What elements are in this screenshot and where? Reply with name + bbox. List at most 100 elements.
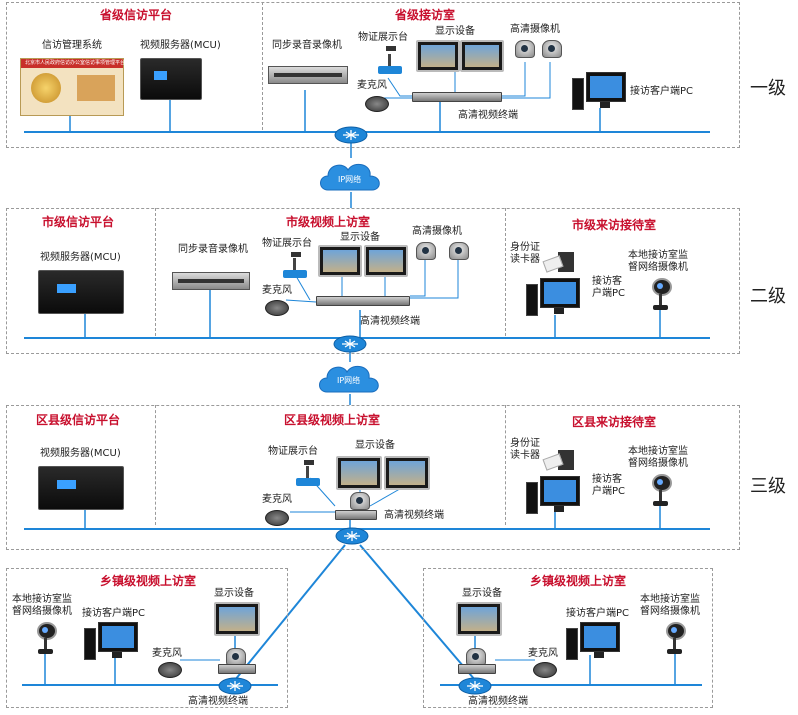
town-right-bus	[440, 684, 702, 686]
town-right-monitor-camera	[664, 622, 686, 654]
town-right-display	[456, 602, 502, 636]
city-divider-1	[155, 208, 156, 336]
provincial-mcu-server	[140, 58, 202, 100]
county-divider-1	[155, 405, 156, 525]
petition-system-label: 信访管理系统	[42, 40, 102, 51]
city-doc-camera	[283, 252, 309, 278]
town-left-terminal-label: 高清视频终端	[188, 696, 248, 707]
town-right-title: 乡镇级视频上访室	[530, 574, 627, 588]
county-display-label: 显示设备	[355, 440, 395, 451]
town-left-section	[6, 568, 288, 708]
city-divider-2	[505, 208, 506, 336]
provincial-bus	[24, 131, 710, 133]
city-section	[6, 208, 740, 354]
town-left-monitor-camera-label-2: 督网络摄像机	[12, 606, 72, 617]
town-left-mic-label: 麦克风	[152, 648, 182, 659]
city-monitor-camera-label-1: 本地接访室监	[628, 250, 688, 261]
town-left-client-pc	[84, 622, 138, 660]
city-display-1	[318, 245, 362, 277]
county-doc-camera	[296, 460, 322, 486]
town-left-monitor-camera-label-1: 本地接访室监	[12, 594, 72, 605]
county-doc-camera-label: 物证展示台	[268, 446, 318, 457]
city-hd-camera-label: 高清摄像机	[412, 226, 462, 237]
county-display-1	[336, 456, 382, 490]
town-left-monitor-camera	[35, 622, 57, 654]
ip-network-cloud-1	[320, 163, 380, 191]
town-right-terminal-label: 高清视频终端	[468, 696, 528, 707]
county-room-title: 区县级视频上访室	[284, 413, 381, 427]
county-monitor-camera-label-2: 督网络摄像机	[628, 458, 688, 469]
petition-system-banner: 北京市人民政府信访办公室信访事项管理平台	[25, 60, 126, 66]
provincial-mcu-label: 视频服务器(MCU)	[140, 40, 221, 51]
town-right-client-pc-label: 接访客户端PC	[566, 608, 630, 619]
city-hd-camera-2	[449, 242, 469, 260]
ip-network-label-1: IP网络	[338, 175, 362, 184]
county-id-reader-label-2: 读卡器	[510, 450, 540, 461]
level-1-label: 一级	[750, 78, 786, 99]
town-left-display	[214, 602, 260, 636]
town-left-bus	[22, 684, 278, 686]
county-monitor-camera-label-1: 本地接访室监	[628, 446, 688, 457]
city-hd-camera-1	[416, 242, 436, 260]
provincial-hd-terminal	[412, 92, 502, 102]
city-monitor-camera-label-2: 督网络摄像机	[628, 262, 688, 273]
city-client-pc-label-2: 户端PC	[592, 288, 626, 299]
town-left-title: 乡镇级视频上访室	[100, 574, 197, 588]
city-platform-title: 市级信访平台	[42, 215, 115, 229]
town-right-mic-label: 麦克风	[528, 648, 558, 659]
provincial-recorder	[268, 66, 348, 84]
town-left-hd-terminal	[218, 664, 256, 674]
provincial-section	[6, 2, 740, 148]
county-monitor-camera	[650, 474, 672, 506]
provincial-client-pc-label: 接访客户端PC	[630, 86, 694, 97]
town-right-monitor-camera-label-2: 督网络摄像机	[640, 606, 700, 617]
city-display-2	[364, 245, 408, 277]
provincial-router-icon	[334, 126, 368, 144]
provincial-doc-camera-label: 物证展示台	[358, 32, 408, 43]
county-client-pc	[526, 476, 580, 514]
city-recorder-label: 同步录音录像机	[178, 244, 248, 255]
provincial-hd-camera-label: 高清摄像机	[510, 24, 560, 35]
town-left-client-pc-label: 接访客户端PC	[82, 608, 146, 619]
city-id-reader-label-2: 读卡器	[510, 254, 540, 265]
city-mcu-server	[38, 270, 124, 314]
provincial-platform-title: 省级信访平台	[100, 8, 173, 22]
town-right-client-pc	[566, 622, 620, 660]
town-right-section	[423, 568, 713, 708]
city-mic	[265, 300, 289, 316]
provincial-doc-camera	[378, 46, 404, 74]
town-left-router-icon	[218, 677, 252, 695]
town-right-router-icon	[458, 677, 492, 695]
town-left-display-label: 显示设备	[214, 588, 254, 599]
city-reception-title: 市级来访接待室	[572, 218, 657, 232]
city-id-reader	[558, 252, 574, 272]
county-mic	[265, 510, 289, 526]
city-client-pc-label-1: 接访客	[592, 276, 622, 287]
county-mcu-label: 视频服务器(MCU)	[40, 448, 121, 459]
provincial-display-label: 显示设备	[435, 26, 475, 37]
ip-network-label-2: IP网络	[337, 376, 361, 385]
city-recorder	[172, 272, 250, 290]
county-router-icon	[335, 527, 369, 545]
city-hd-terminal	[316, 296, 410, 306]
county-hd-terminal	[335, 510, 377, 520]
town-right-monitor-camera-label-1: 本地接访室监	[640, 594, 700, 605]
provincial-recorder-label: 同步录音录像机	[272, 40, 342, 51]
ip-network-cloud-2	[319, 365, 379, 393]
city-mic-label: 麦克风	[262, 285, 292, 296]
city-mcu-label: 视频服务器(MCU)	[40, 252, 121, 263]
city-router-icon	[333, 335, 367, 353]
county-terminal-label: 高清视频终端	[384, 510, 444, 521]
county-divider-2	[505, 405, 506, 525]
city-bus	[24, 337, 710, 339]
city-terminal-label: 高清视频终端	[360, 316, 420, 327]
town-right-mic	[533, 662, 557, 678]
town-right-display-label: 显示设备	[462, 588, 502, 599]
county-reception-title: 区县来访接待室	[572, 415, 657, 429]
county-mic-label: 麦克风	[262, 494, 292, 505]
county-id-reader	[558, 450, 574, 470]
provincial-display-2	[460, 40, 504, 72]
county-bus	[24, 528, 710, 530]
town-left-terminal-camera	[226, 648, 246, 666]
